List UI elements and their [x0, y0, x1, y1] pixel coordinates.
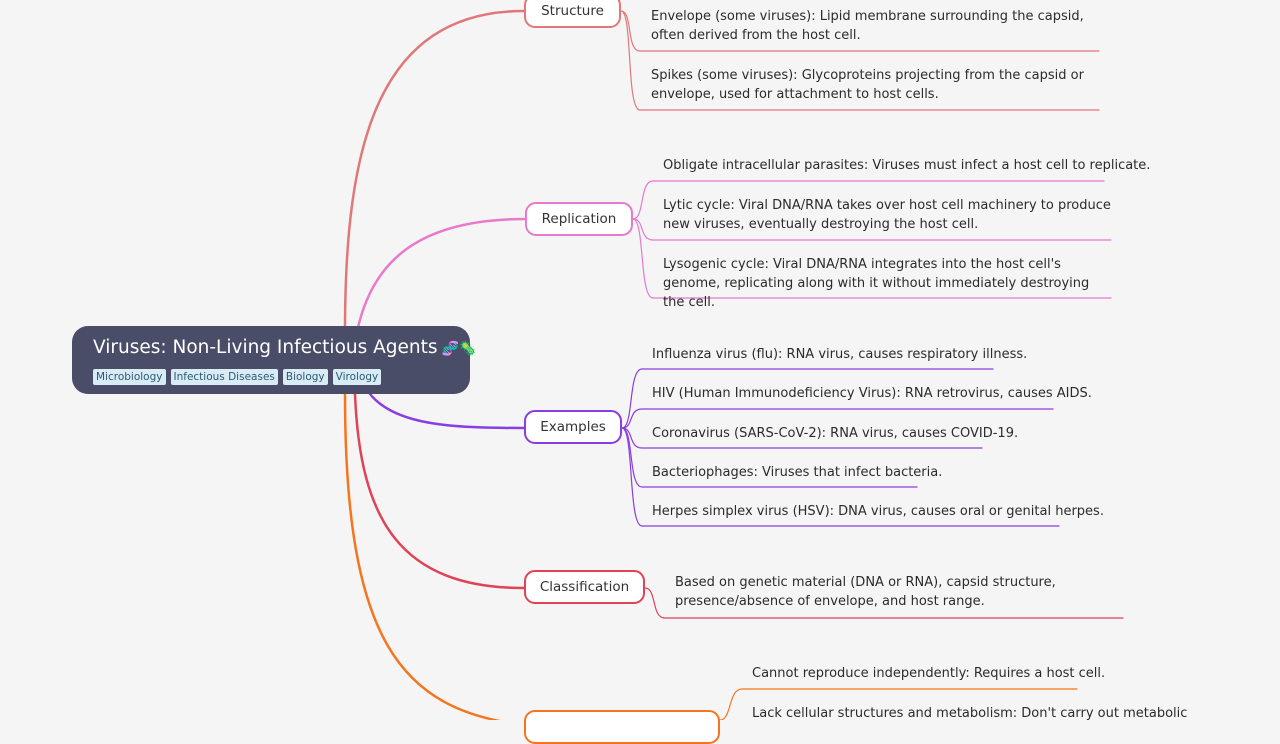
leaf-line-classification-1: [644, 587, 1124, 619]
leaf-line-properties-1: [719, 688, 1078, 720]
example-item-coronavirus[interactable]: Coronavirus (SARS-CoV-2): RNA virus, cau…: [652, 426, 1019, 441]
connector-properties: [343, 392, 501, 720]
replication-item-lysogenic[interactable]: Lysogenic cycle: Viral DNA/RNA integrate…: [663, 257, 1090, 310]
branch-properties[interactable]: [524, 710, 720, 744]
example-item-influenza[interactable]: Influenza virus (flu): RNA virus, causes…: [652, 347, 1028, 362]
classification-item-basis[interactable]: Based on genetic material (DNA or RNA), …: [675, 575, 1056, 609]
branch-structure[interactable]: Structure: [524, 0, 621, 28]
replication-item-obligate[interactable]: Obligate intracellular parasites: Viruse…: [663, 158, 1151, 173]
structure-item-envelope[interactable]: Envelope (some viruses): Lipid membrane …: [651, 9, 1084, 43]
branch-classification[interactable]: Classification: [524, 570, 645, 604]
connector-structure: [343, 9, 526, 334]
branch-replication[interactable]: Replication: [525, 202, 633, 236]
connector-lines: [343, 9, 1124, 720]
example-item-bacteriophages[interactable]: Bacteriophages: Viruses that infect bact…: [652, 465, 943, 480]
connector-replication: [355, 217, 527, 334]
root-title: Viruses: Non-Living Infectious Agents: [93, 337, 438, 358]
leaf-line-examples-1: [621, 368, 994, 429]
replication-item-lytic[interactable]: Lytic cycle: Viral DNA/RNA takes over ho…: [663, 198, 1111, 232]
leaf-line-examples-3: [621, 427, 983, 449]
tag-biology[interactable]: Biology: [282, 369, 328, 385]
leaf-line-examples-5: [621, 427, 1060, 527]
leaf-line-structure-2: [620, 10, 1100, 111]
property-item-host-cell[interactable]: Cannot reproduce independently: Requires…: [752, 666, 1106, 681]
branch-examples[interactable]: Examples: [524, 410, 622, 444]
property-item-metabolism[interactable]: Lack cellular structures and metabolism:…: [752, 706, 1188, 721]
example-item-hiv[interactable]: HIV (Human Immunodeficiency Virus): RNA …: [652, 386, 1092, 401]
root-node[interactable]: Viruses: Non-Living Infectious Agents🧬🦠 …: [72, 326, 476, 394]
leaf-line-replication-3: [632, 218, 1112, 299]
tag-infectious-diseases[interactable]: Infectious Diseases: [170, 369, 278, 385]
connector-classification: [353, 392, 526, 590]
tag-virology[interactable]: Virology: [332, 369, 382, 385]
dna-microbe-icon: 🧬🦠: [441, 341, 477, 357]
leaf-line-examples-2: [621, 408, 1054, 429]
structure-item-spikes[interactable]: Spikes (some viruses): Glycoproteins pro…: [651, 68, 1084, 102]
connector-examples: [368, 392, 526, 430]
leaf-line-replication-2: [632, 218, 1112, 241]
leaf-line-structure-1: [620, 10, 1100, 52]
example-item-herpes[interactable]: Herpes simplex virus (HSV): DNA virus, c…: [652, 504, 1104, 519]
tag-microbiology[interactable]: Microbiology: [93, 369, 166, 385]
leaf-line-replication-1: [632, 180, 1105, 220]
